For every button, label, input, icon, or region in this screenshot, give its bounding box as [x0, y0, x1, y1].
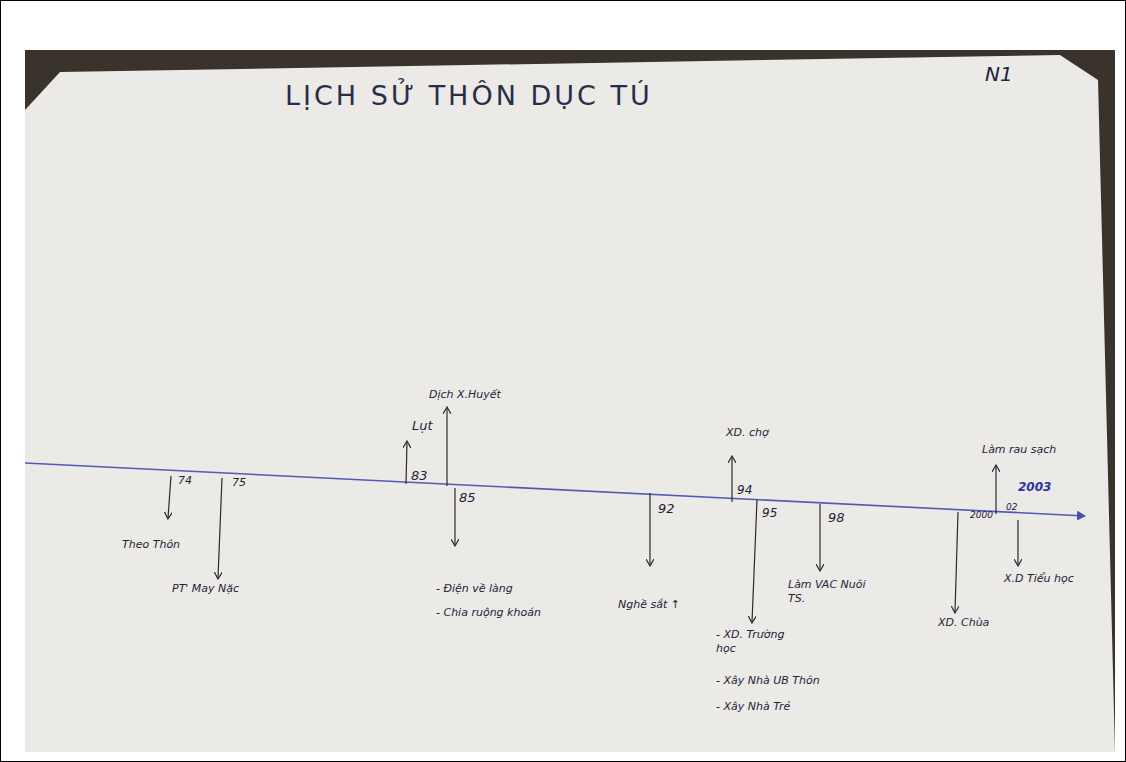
year-number: 83	[411, 468, 428, 484]
event-label: PT' May Nặc	[172, 582, 239, 596]
year-number: 02	[1006, 502, 1017, 513]
year-number: 95	[762, 506, 777, 521]
event-label: - Điện về làng	[436, 582, 513, 596]
paper-sheet	[25, 55, 1115, 752]
event-arrows	[168, 408, 1018, 622]
year-number: 92	[658, 501, 675, 517]
event-label: Dịch X.Huyết	[429, 388, 501, 402]
event-label: - Xây Nhà Trẻ	[716, 700, 790, 714]
event-label: X.D Tiểu học	[1004, 572, 1074, 586]
event-label: Làm rau sạch	[982, 443, 1056, 457]
event-label: Theo Thôn	[122, 538, 180, 552]
year-number: 74	[178, 474, 192, 488]
year-number: 2003	[1018, 480, 1051, 495]
event-label: Lụt	[412, 418, 433, 434]
event-label: - Chia ruộng khoán	[436, 606, 541, 620]
year-number: 98	[828, 510, 845, 526]
year-number: 75	[232, 476, 246, 490]
timeline-title: LỊCH SỬ THÔN DỤC TÚ	[285, 80, 653, 111]
page-mark: N1	[985, 62, 1013, 87]
timeline-axis	[25, 463, 1085, 516]
event-label: - Xây Nhà UB Thôn	[716, 674, 820, 688]
event-label: XD. chợ	[726, 426, 769, 440]
event-label: Nghề sắt ↑	[618, 598, 680, 612]
event-label: XD. Chùa	[938, 616, 989, 630]
photo-dark-area	[25, 50, 1115, 752]
event-label: Làm VAC Nuôi TS.	[788, 578, 870, 606]
year-number: 2000	[970, 510, 993, 521]
event-label: - XD. Trường học	[716, 628, 800, 656]
year-number: 85	[459, 490, 476, 506]
year-number: 94	[737, 483, 752, 498]
